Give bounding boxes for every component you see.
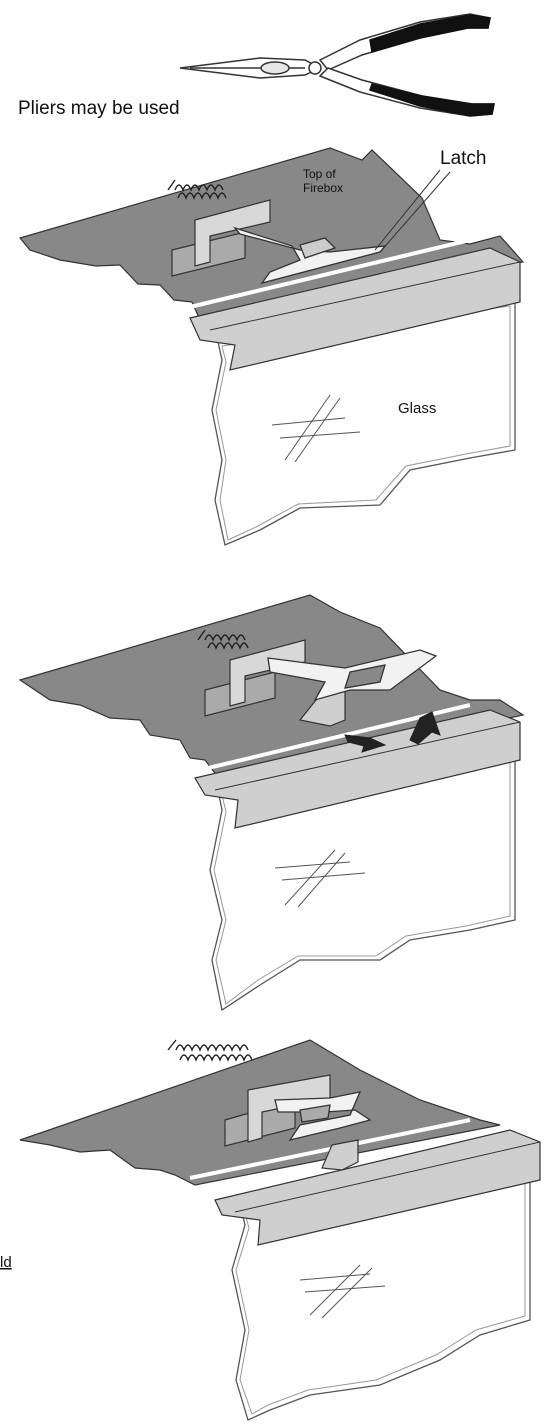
- pliers-icon: [180, 14, 494, 116]
- panel-3: ld: [0, 1040, 540, 1420]
- latch-label: Latch: [440, 148, 486, 169]
- top-of-firebox-label-line2: Firebox: [303, 181, 343, 195]
- panel-2: [20, 595, 523, 1010]
- glass-label: Glass: [398, 400, 436, 417]
- panel-1: Latch Top of Firebox Glass: [20, 148, 523, 545]
- spring-icon: [168, 1040, 252, 1060]
- pliers-caption: Pliers may be used: [18, 98, 180, 119]
- top-of-firebox-label-line1: Top of: [303, 167, 336, 181]
- cut-off-label: ld: [0, 1254, 12, 1271]
